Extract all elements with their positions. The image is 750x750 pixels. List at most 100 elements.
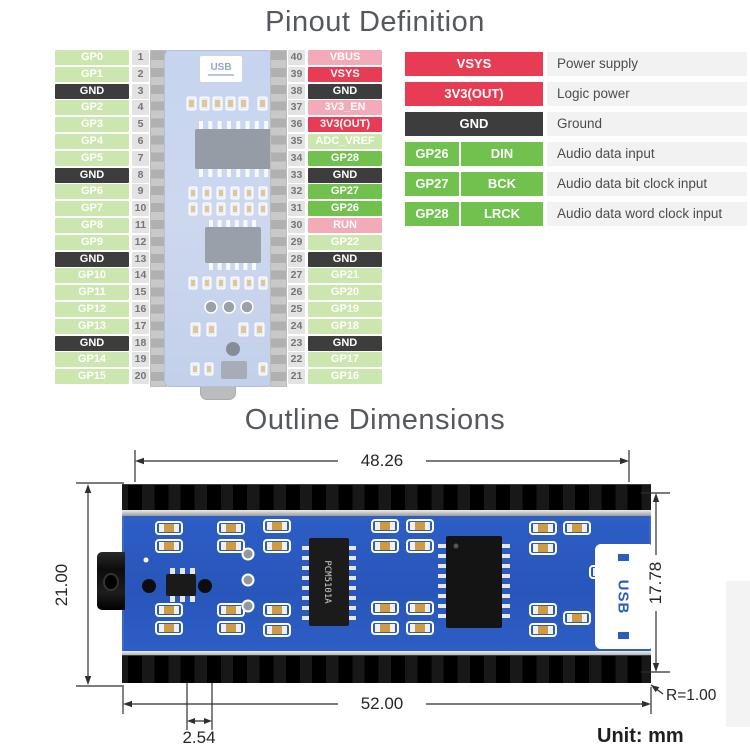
pin-number: 30: [288, 217, 305, 233]
pin-label: GP26: [308, 201, 382, 217]
pin-label: GP11: [55, 285, 129, 301]
pin-label: GP20: [308, 285, 382, 301]
legend-pin-name: VSYS: [405, 52, 543, 76]
pin-number: 28: [288, 251, 305, 267]
dim-board-height: 21.00: [52, 563, 71, 607]
pinout-title: Pinout Definition: [265, 6, 485, 38]
pin-label: VBUS: [308, 50, 382, 65]
outline-header-bottom: [122, 655, 651, 683]
pin-number: 6: [132, 133, 149, 149]
pin-number: 36: [288, 117, 305, 133]
pin-number: 13: [132, 251, 149, 267]
pin-number: 27: [288, 268, 305, 284]
pin-label: GP9: [55, 234, 129, 250]
audio-jack: [97, 552, 125, 610]
pcb-components-art: [186, 96, 273, 379]
pin-number: 7: [132, 150, 149, 166]
pin-label: GP19: [308, 301, 382, 317]
pin-number: 39: [288, 66, 305, 82]
pin-number: 25: [288, 301, 305, 317]
pin-number: 4: [132, 100, 149, 116]
pin-label: GP3: [55, 117, 129, 133]
pin-label: GND: [308, 83, 382, 99]
pin-number: 33: [288, 167, 305, 183]
usb-tab-bottom: [618, 632, 629, 639]
pin-label: GP28: [308, 150, 382, 166]
pin-label: GP21: [308, 268, 382, 284]
pin-number: 22: [288, 352, 305, 368]
legend-pin-name: GP28: [405, 202, 459, 226]
pin-label: GP2: [55, 100, 129, 116]
legend-description: Power supply: [547, 52, 747, 76]
legend-description: Audio data bit clock input: [547, 172, 747, 196]
legend-description: Audio data input: [547, 142, 747, 166]
pin-number: 40: [288, 50, 305, 65]
pin-number: 19: [132, 352, 149, 368]
dim-row-spacing: 17.78: [646, 555, 666, 611]
pin-label: GP15: [55, 369, 129, 385]
pin-label: GND: [55, 251, 129, 267]
pin-number: 17: [132, 318, 149, 334]
usb-port-label: USB: [614, 579, 632, 614]
pin-label: GP22: [308, 234, 382, 250]
pin-number: 11: [132, 217, 149, 233]
pin-number: 24: [288, 318, 305, 334]
usb-connector-icon: USB: [198, 54, 244, 84]
pin-label: GP13: [55, 318, 129, 334]
dim-corner-radius: R=1.00: [666, 687, 717, 704]
pin-label: GP5: [55, 150, 129, 166]
pin-number: 32: [288, 184, 305, 200]
pin-label: GP1: [55, 66, 129, 82]
legend-pin-name: GP27: [405, 172, 459, 196]
legend-pin-name: GND: [405, 112, 543, 136]
pin-number: 10: [132, 201, 149, 217]
pin-label: 3V3_EN: [308, 100, 382, 116]
pin-number: 26: [288, 285, 305, 301]
pin-label: GP17: [308, 352, 382, 368]
pin-label: GND: [55, 335, 129, 351]
pin-number: 38: [288, 83, 305, 99]
pin-number: 31: [288, 201, 305, 217]
pin-number: 16: [132, 301, 149, 317]
pin-label: GP8: [55, 217, 129, 233]
pin-label: ADC_VREF: [308, 133, 382, 149]
pin-number: 8: [132, 167, 149, 183]
pin-label: VSYS: [308, 66, 382, 82]
legend-pin-name: GP26: [405, 142, 459, 166]
pin-number: 14: [132, 268, 149, 284]
pin-label: GP7: [55, 201, 129, 217]
legend-pin-cell: VSYS: [405, 52, 543, 76]
outline-drawing: PCM5101A USB: [0, 440, 750, 750]
pin-label: GND: [308, 167, 382, 183]
pin-label: GP18: [308, 318, 382, 334]
pin-number: 34: [288, 150, 305, 166]
unit-label: Unit: mm: [597, 725, 684, 747]
